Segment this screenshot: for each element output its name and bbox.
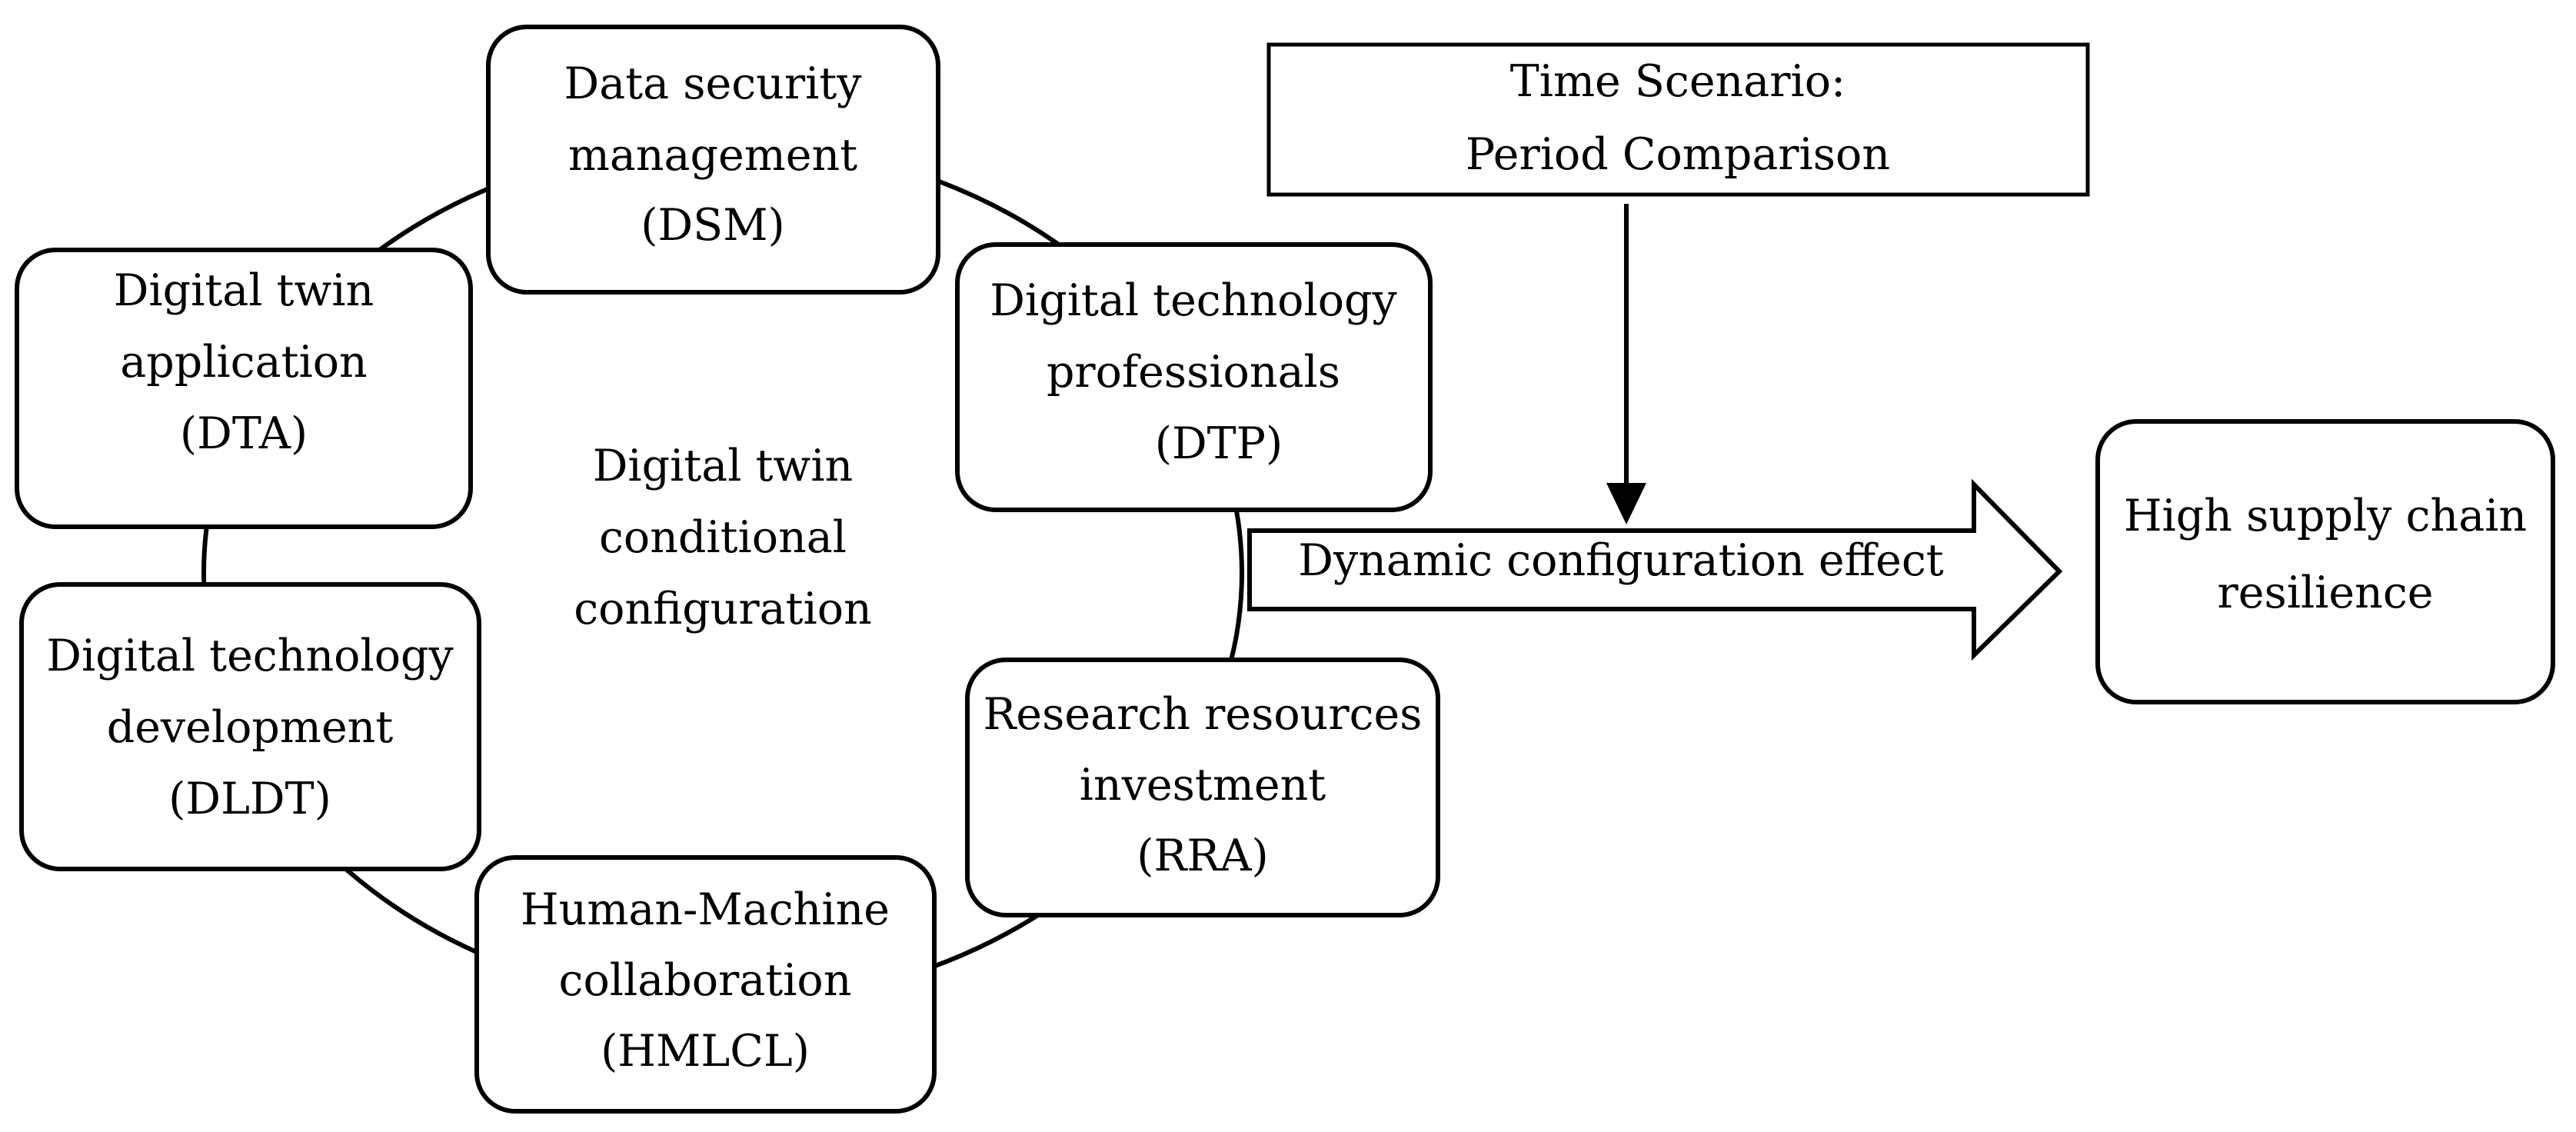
center-label-line-1: Digital twin bbox=[593, 441, 854, 491]
outcome-node: High supply chain resilience bbox=[2095, 419, 2555, 704]
node-rra-line-1: Research resources bbox=[983, 689, 1422, 740]
time-scenario-line-1: Time Scenario: bbox=[1510, 56, 1846, 107]
node-dsm-line-3: (DSM) bbox=[641, 200, 785, 251]
center-label-line-3: configuration bbox=[574, 584, 872, 634]
node-dldt-line-2: development bbox=[107, 702, 394, 753]
node-dta-line-2: application bbox=[120, 337, 368, 388]
center-label: Digital twin conditional configuration bbox=[574, 441, 872, 634]
node-dldt: Digital technology development (DLDT) bbox=[19, 582, 481, 871]
node-hmlcl-line-1: Human-Machine bbox=[521, 884, 890, 935]
outcome-line-1: High supply chain bbox=[2124, 491, 2527, 541]
node-dsm-line-2: management bbox=[568, 130, 857, 181]
node-dtp: Digital technology professionals (DTP) bbox=[955, 242, 1433, 512]
node-hmlcl: Human-Machine collaboration (HMLCL) bbox=[474, 855, 937, 1114]
node-dtp-line-1: Digital technology bbox=[990, 275, 1397, 326]
effect-arrow: Dynamic configuration effect bbox=[1247, 478, 2063, 661]
node-hmlcl-line-2: collaboration bbox=[559, 955, 852, 1006]
node-dtp-line-2: professionals bbox=[1047, 347, 1340, 398]
center-label-line-2: conditional bbox=[599, 512, 847, 563]
node-dldt-line-3: (DLDT) bbox=[168, 774, 331, 824]
node-rra-line-3: (RRA) bbox=[1137, 831, 1268, 881]
node-dldt-line-1: Digital technology bbox=[46, 631, 454, 681]
node-hmlcl-line-3: (HMLCL) bbox=[601, 1026, 810, 1077]
node-dsm-line-1: Data security bbox=[564, 58, 863, 109]
node-dtp-line-3: (DTP) bbox=[1155, 418, 1283, 469]
time-scenario-box: Time Scenario: Period Comparison bbox=[1266, 42, 2090, 197]
node-dta-line-3: (DTA) bbox=[180, 408, 308, 459]
node-rra: Research resources investment (RRA) bbox=[965, 658, 1440, 917]
time-scenario-line-2: Period Comparison bbox=[1466, 129, 1890, 180]
moderator-arrow bbox=[1606, 204, 1646, 524]
node-dta-line-1: Digital twin bbox=[114, 265, 374, 316]
node-rra-line-2: investment bbox=[1080, 760, 1326, 811]
outcome-line-2: resilience bbox=[2217, 568, 2433, 618]
effect-arrow-label: Dynamic configuration effect bbox=[1298, 535, 1943, 586]
node-dta: Digital twin application (DTA) bbox=[15, 248, 473, 529]
node-dsm: Data security management (DSM) bbox=[486, 25, 940, 295]
